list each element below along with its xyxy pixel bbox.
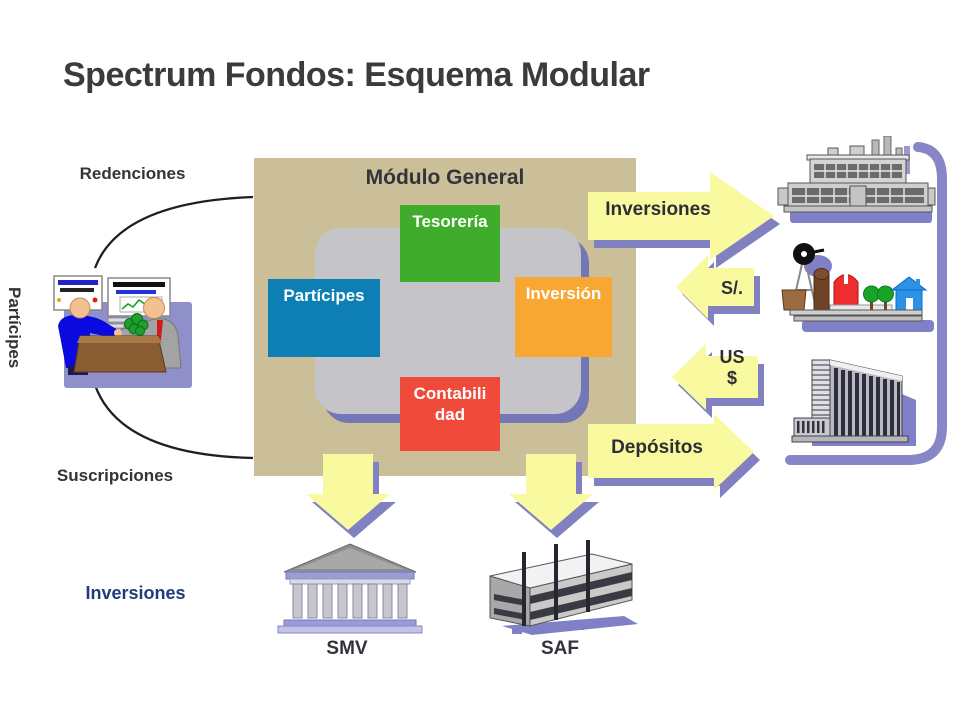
- tesoreria-label: Tesorería: [412, 212, 488, 231]
- arrow-inversiones-label: Inversiones: [605, 199, 711, 220]
- participes-label: Partícipes: [283, 286, 365, 305]
- saf-label: SAF: [541, 638, 579, 659]
- participes-side-label: Partícipes: [5, 287, 24, 369]
- contabilidad-label-line1: Contabili: [413, 384, 487, 403]
- advisor-client-icon: [53, 275, 192, 388]
- arrow-dolares-left: [672, 344, 764, 418]
- inversion-label: Inversión: [525, 284, 602, 303]
- page-title: Spectrum Fondos: Esquema Modular: [63, 56, 650, 94]
- module-general-title: Módulo General: [365, 166, 525, 189]
- redenciones-label: Redenciones: [79, 164, 186, 183]
- connector-curves: [93, 195, 254, 460]
- module-box-tesoreria: Tesorería: [400, 205, 500, 282]
- office-building-icon: [791, 359, 916, 446]
- arrow-down-smv: [306, 454, 396, 538]
- factory-icon: [777, 136, 936, 223]
- arrow-dolares-label-line1: US: [719, 347, 745, 367]
- farm-icon: [781, 243, 934, 332]
- smv-label: SMV: [326, 638, 368, 659]
- saf-building-icon: [489, 540, 638, 635]
- module-box-participes: Partícipes: [268, 279, 380, 357]
- module-box-contabilidad: Contabili dad: [400, 377, 500, 451]
- arrow-dolares-label: US $: [706, 347, 758, 389]
- arrow-soles-label: S/.: [720, 278, 743, 298]
- arrow-dolares-label-line2: $: [726, 368, 737, 388]
- right-bracket-shape: [785, 142, 947, 465]
- arrow-depositos-label: Depósitos: [611, 437, 703, 458]
- arrow-soles-left: [676, 255, 760, 326]
- inversiones-bottom-left-label: Inversiones: [85, 583, 186, 603]
- arrow-inversiones-right: [588, 172, 780, 268]
- module-box-inversion: Inversión: [515, 277, 612, 357]
- contabilidad-label-line2: dad: [434, 405, 466, 424]
- arrow-depositos-right: [588, 414, 760, 498]
- temple-icon: [277, 543, 423, 634]
- suscripciones-label: Suscripciones: [56, 466, 174, 485]
- arrow-down-saf: [509, 454, 599, 538]
